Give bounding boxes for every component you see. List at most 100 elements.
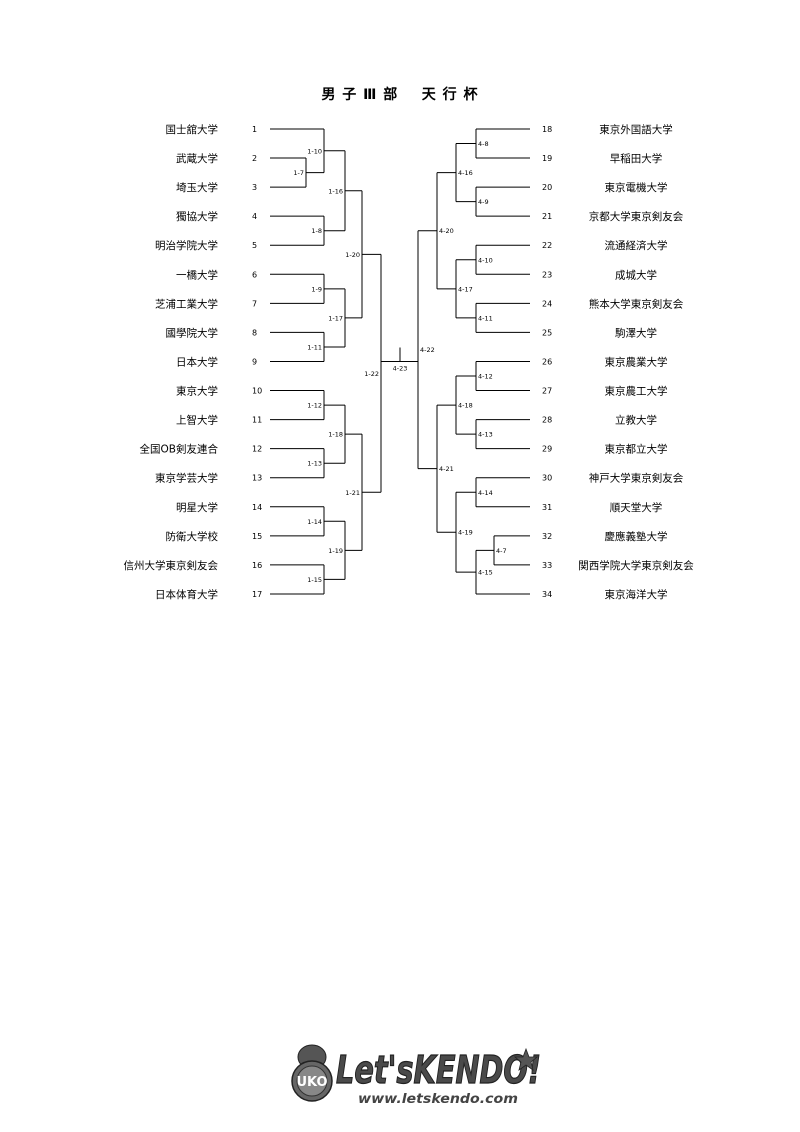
match-label-1-8: 1-8 [311,227,322,235]
match-label-1-12: 1-12 [307,402,322,410]
right-team-name-29: 東京都立大学 [605,443,668,456]
right-team-name-28: 立教大学 [615,414,657,427]
match-label-4-20: 4-20 [439,227,454,235]
right-seed-27: 27 [542,387,552,396]
match-label-4-13: 4-13 [478,431,493,439]
right-team-name-21: 京都大学東京剣友会 [589,210,684,223]
logo-badge-text: UKO [296,1075,327,1090]
left-team-name-17: 日本体育大学 [155,588,218,601]
match-label-4-11: 4-11 [478,314,493,322]
left-team-name-1: 国士舘大学 [166,123,219,136]
right-team-name-32: 慶應義塾大学 [605,530,668,543]
left-team-name-12: 全国OB剣友連合 [140,443,219,456]
left-team-name-6: 一橋大学 [176,268,218,281]
match-label-4-19: 4-19 [458,529,473,537]
logo-main-text: Let'sKENDO! [336,1048,541,1092]
right-seed-24: 24 [542,299,552,308]
right-seed-18: 18 [542,125,552,134]
left-seed-8: 8 [252,328,257,337]
left-team-name-11: 上智大学 [176,414,218,427]
left-team-name-16: 信州大学東京剣友会 [124,559,219,572]
left-seed-2: 2 [252,154,257,163]
left-seed-9: 9 [252,357,257,366]
match-label-4-21: 4-21 [439,465,454,473]
left-seed-16: 16 [252,561,262,570]
left-seed-3: 3 [252,183,257,192]
left-team-name-5: 明治学院大学 [155,239,218,252]
match-label-1-7: 1-7 [293,169,304,177]
match-label-1-11: 1-11 [307,343,322,351]
right-seed-22: 22 [542,241,552,250]
match-label-1-21: 1-21 [345,489,360,497]
right-seed-31: 31 [542,503,552,512]
right-seed-21: 21 [542,212,552,221]
match-label-4-22: 4-22 [420,346,435,354]
right-seed-33: 33 [542,561,552,570]
right-seed-23: 23 [542,270,552,279]
match-label-1-9: 1-9 [311,285,322,293]
letskendo-logo: UKO Let'sKENDO! www.letskendo.com [291,1044,542,1107]
match-label-4-16: 4-16 [458,169,473,177]
right-team-name-34: 東京海洋大学 [605,588,668,601]
match-label-1-13: 1-13 [307,460,322,468]
right-seed-28: 28 [542,416,552,425]
left-seed-10: 10 [252,387,262,396]
right-team-name-22: 流通経済大学 [605,239,668,252]
left-team-name-13: 東京学芸大学 [155,472,218,485]
right-team-name-19: 早稲田大学 [610,152,663,165]
left-team-name-9: 日本大学 [176,355,218,368]
left-seed-5: 5 [252,241,257,250]
match-label-1-22: 1-22 [364,370,379,378]
right-seed-19: 19 [542,154,552,163]
left-team-name-15: 防衛大学校 [166,530,219,543]
match-label-1-18: 1-18 [328,431,343,439]
left-seed-15: 15 [252,532,262,541]
left-seed-12: 12 [252,445,262,454]
match-label-4-8: 4-8 [478,140,489,148]
match-label-4-18: 4-18 [458,402,473,410]
left-team-name-4: 獨協大学 [176,210,218,223]
left-team-name-10: 東京大学 [176,385,218,398]
left-seed-14: 14 [252,503,262,512]
match-label-4-10: 4-10 [478,256,493,264]
left-seed-1: 1 [252,125,257,134]
right-seed-30: 30 [542,474,552,483]
page-title: 男 子 Ⅲ 部 天 行 杯 [321,87,479,103]
right-seed-20: 20 [542,183,552,192]
right-team-name-30: 神戸大学東京剣友会 [589,472,684,485]
match-label-4-23: 4-23 [393,364,408,372]
right-team-name-26: 東京農業大学 [605,355,668,368]
match-label-4-15: 4-15 [478,569,493,577]
match-label-1-16: 1-16 [328,187,343,195]
match-label-4-17: 4-17 [458,285,473,293]
match-label-1-10: 1-10 [307,147,322,155]
left-team-name-14: 明星大学 [176,501,218,514]
left-seed-11: 11 [252,416,262,425]
kendo-mask-icon: UKO [291,1044,333,1102]
match-label-4-14: 4-14 [478,489,493,497]
logo-url-text: www.letskendo.com [358,1092,518,1107]
right-seed-32: 32 [542,532,552,541]
match-label-1-20: 1-20 [345,251,360,259]
right-team-name-20: 東京電機大学 [605,181,668,194]
right-team-name-25: 駒澤大学 [615,326,657,339]
match-label-1-14: 1-14 [307,518,322,526]
right-team-name-23: 成城大学 [615,268,657,281]
left-seed-17: 17 [252,590,262,599]
right-team-name-18: 東京外国語大学 [599,123,673,136]
match-label-4-12: 4-12 [478,373,493,381]
match-label-4-7: 4-7 [496,547,507,555]
left-team-name-8: 國學院大学 [166,326,219,339]
right-seed-25: 25 [542,328,552,337]
match-label-1-19: 1-19 [328,547,343,555]
match-label-4-9: 4-9 [478,198,489,206]
right-seed-29: 29 [542,445,552,454]
right-team-name-27: 東京農工大学 [605,385,668,398]
left-team-name-2: 武蔵大学 [176,152,218,165]
right-seed-34: 34 [542,590,552,599]
right-seed-26: 26 [542,357,552,366]
match-label-1-15: 1-15 [307,576,322,584]
left-seed-6: 6 [252,270,257,279]
left-team-name-3: 埼玉大学 [176,181,218,194]
